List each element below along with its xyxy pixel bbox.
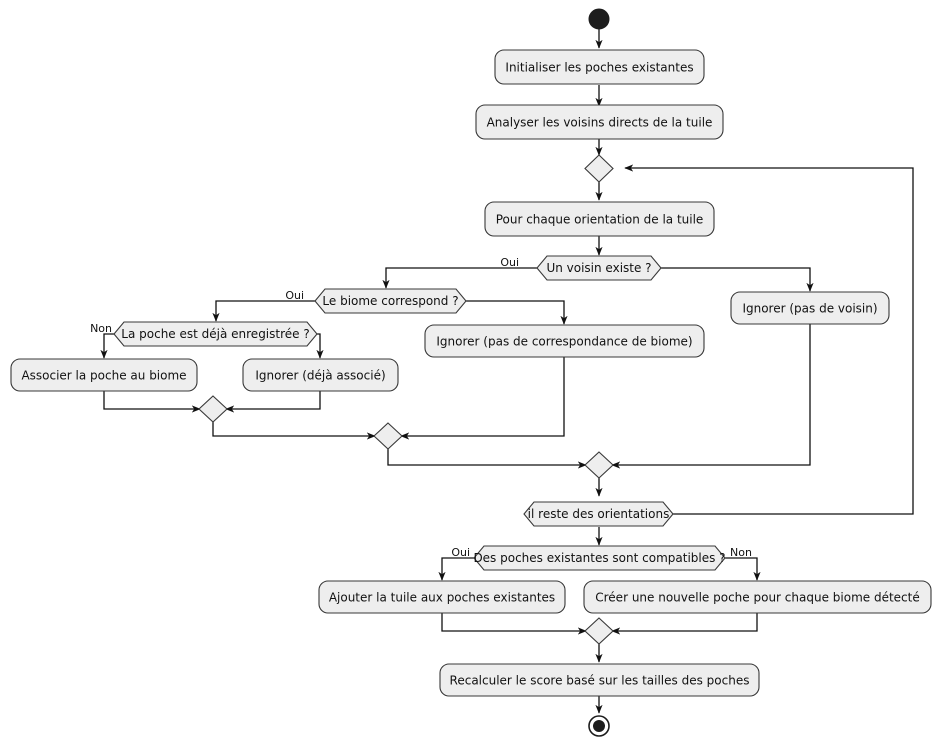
activity-ignorer-pas-de-voisin-label: Ignorer (pas de voisin) (742, 302, 877, 316)
activity-associer-poche-au-biome-label: Associer la poche au biome (21, 369, 186, 383)
end-node (588, 715, 610, 737)
final-merge-diamond (584, 617, 614, 645)
edge-voisin-oui-to-biome-decision (382, 267, 538, 289)
edge-label-compatibles-non: Non (730, 546, 752, 559)
decision-poches-compatibles[interactable]: Des poches existantes sont compatibles ? (473, 545, 726, 571)
edge-compatibles-non-to-creer (725, 557, 761, 581)
activity-initialiser[interactable]: Initialiser les poches existantes (494, 49, 705, 85)
edges-layer (100, 29, 914, 714)
activity-ajouter-tuile[interactable]: Ajouter la tuile aux poches existantes (318, 580, 566, 614)
edge-biome-oui-to-poche-decision (212, 300, 316, 322)
edge-labels-layer: Oui Oui Non Oui Non (90, 256, 752, 559)
decision-poches-compatibles-label: Des poches existantes sont compatibles ? (473, 551, 725, 565)
activity-analyser-label: Analyser les voisins directs de la tuile (487, 116, 713, 130)
decision-le-biome-correspond-label: Le biome correspond ? (322, 294, 458, 308)
activity-analyser[interactable]: Analyser les voisins directs de la tuile (475, 104, 724, 140)
merge-diamond-a (198, 395, 228, 423)
merge-diamond-c (584, 451, 614, 479)
merge-diamond-b (373, 422, 403, 450)
edge-merge-b-to-merge-c (387, 449, 587, 469)
decision-poche-deja-enregistree-label: La poche est déjà enregistrée ? (121, 327, 309, 341)
activity-ignorer-deja-associe-label: Ignorer (déjà associé) (255, 369, 385, 383)
decision-poche-deja-enregistree[interactable]: La poche est déjà enregistrée ? (113, 321, 318, 347)
edge-poche-non-to-associer (100, 333, 115, 359)
activity-recalculer-score-label: Recalculer le score basé sur les tailles… (450, 674, 750, 688)
activity-ignorer-pas-de-correspondance-label: Ignorer (pas de correspondance de biome) (436, 335, 692, 349)
decision-il-reste-orientations[interactable]: il reste des orientations (523, 501, 674, 527)
edge-creer-to-final-merge (611, 613, 758, 635)
activity-ajouter-tuile-label: Ajouter la tuile aux poches existantes (329, 591, 555, 605)
edge-ajouter-to-final-merge (441, 613, 587, 635)
edge-biome-non-to-ignorer-correspondance (466, 300, 568, 325)
edge-loop-back-to-top-merge (624, 164, 914, 515)
edge-ignorer-correspondance-to-merge-b (400, 357, 565, 440)
activity-associer-poche-au-biome[interactable]: Associer la poche au biome (10, 358, 198, 392)
loop-merge-diamond (584, 154, 614, 183)
activity-creer-nouvelle-poche-label: Créer une nouvelle poche pour chaque bio… (595, 591, 919, 605)
edge-label-compatibles-oui: Oui (451, 546, 470, 559)
edge-label-biome-oui: Oui (285, 289, 304, 302)
activity-ignorer-deja-associe[interactable]: Ignorer (déjà associé) (242, 358, 399, 392)
edge-ignorer-voisin-to-merge-c (611, 324, 811, 469)
activity-initialiser-label: Initialiser les poches existantes (505, 61, 693, 75)
start-node (588, 8, 610, 30)
activity-pour-chaque-orientation-label: Pour chaque orientation de la tuile (496, 213, 704, 227)
edge-label-poche-non: Non (90, 322, 112, 335)
edge-merge-a-to-merge-b (212, 422, 376, 440)
activity-ignorer-pas-de-voisin[interactable]: Ignorer (pas de voisin) (730, 291, 890, 325)
activity-ignorer-pas-de-correspondance[interactable]: Ignorer (pas de correspondance de biome) (424, 324, 705, 358)
edge-ignorer-deja-to-merge-a (225, 391, 321, 413)
edge-voisin-non-to-ignorer-voisin (661, 267, 814, 292)
decision-un-voisin-existe-label: Un voisin existe ? (546, 261, 651, 275)
activity-recalculer-score[interactable]: Recalculer le score basé sur les tailles… (439, 663, 760, 697)
edge-label-voisin-oui: Oui (500, 256, 519, 269)
decision-un-voisin-existe[interactable]: Un voisin existe ? (536, 255, 662, 281)
decision-il-reste-orientations-label: il reste des orientations (528, 507, 670, 521)
decision-le-biome-correspond[interactable]: Le biome correspond ? (314, 288, 467, 314)
edge-associer-to-merge-a (103, 391, 201, 413)
activity-creer-nouvelle-poche[interactable]: Créer une nouvelle poche pour chaque bio… (583, 580, 932, 614)
edge-poche-oui-to-ignorer-deja (316, 333, 324, 359)
edge-compatibles-oui-to-ajouter (438, 557, 474, 581)
activity-pour-chaque-orientation[interactable]: Pour chaque orientation de la tuile (484, 201, 715, 237)
